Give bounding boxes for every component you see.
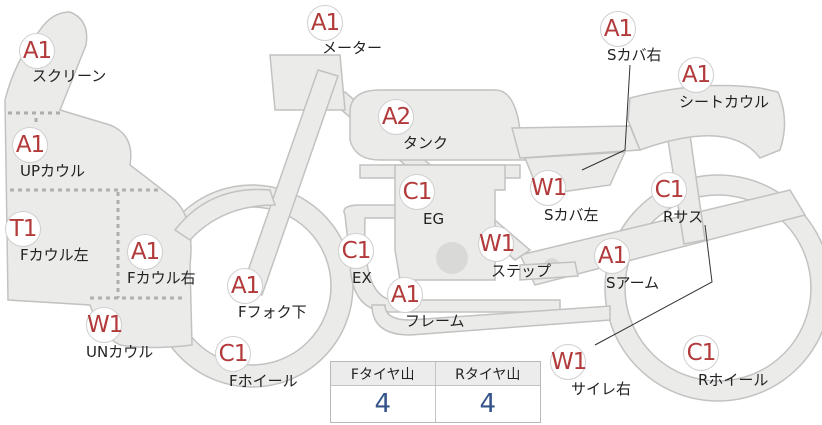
fork-shape <box>241 69 339 296</box>
grade-badge-s-arm: A1 <box>594 238 630 274</box>
rear-tread-value: 4 <box>479 389 497 419</box>
frame-lower-shape <box>371 304 611 336</box>
part-label-f-fork: Fフォク下 <box>238 303 307 321</box>
part-label-r-sus: Rサス <box>663 208 704 226</box>
grade-badge-r-wheel: C1 <box>683 335 719 371</box>
grade-badge-r-sus: C1 <box>651 172 687 208</box>
part-label-seat-cowl: シートカウル <box>679 93 770 111</box>
part-label-f-cowl-left: Fカウル左 <box>20 246 89 264</box>
grade-badge-muffler-right: W1 <box>550 344 587 380</box>
part-label-step: ステップ <box>491 262 552 280</box>
rear-tread-header: Rタイヤ山 <box>435 362 540 386</box>
grade-badge-seat-cowl: A1 <box>678 57 714 93</box>
part-label-screen: スクリーン <box>32 67 107 85</box>
part-label-meter: メーター <box>322 39 383 57</box>
grade-badge-frame: A1 <box>387 277 423 313</box>
grade-badge-screen: A1 <box>19 33 55 69</box>
grade-badge-f-fork: A1 <box>227 268 263 304</box>
part-label-f-cowl-right: Fカウル右 <box>127 269 196 287</box>
part-label-s-cover-left: Sカバ左 <box>544 206 599 224</box>
part-label-tank: タンク <box>403 134 449 152</box>
grade-badge-un-cowl: W1 <box>86 307 123 343</box>
grade-badge-up-cowl: A1 <box>12 127 48 163</box>
grade-badge-f-cowl-right: A1 <box>127 234 163 270</box>
part-label-f-wheel: Fホイール <box>229 372 298 390</box>
grade-badge-eg: C1 <box>399 174 435 210</box>
part-label-up-cowl: UPカウル <box>20 162 86 180</box>
part-label-r-wheel: Rホイール <box>698 371 769 389</box>
grade-badge-ex: C1 <box>338 233 374 269</box>
grade-badge-f-cowl-left: T1 <box>5 211 41 247</box>
exhaust-shape <box>343 204 561 313</box>
part-label-eg: EG <box>423 210 445 228</box>
grade-badge-step: W1 <box>478 226 515 262</box>
grade-badge-s-cover-right: A1 <box>600 11 636 47</box>
part-label-s-cover-right: Sカバ右 <box>607 46 662 64</box>
part-label-un-cowl: UNカウル <box>86 343 154 361</box>
grade-badge-s-cover-left: W1 <box>530 170 567 206</box>
front-tread-value: 4 <box>331 386 436 422</box>
part-label-s-arm: Sアーム <box>606 274 660 292</box>
part-label-ex: EX <box>352 269 372 287</box>
tire-tread-table: Fタイヤ山 Rタイヤ山 4 4 <box>330 361 541 423</box>
front-tread-header: Fタイヤ山 <box>331 362 436 386</box>
grade-badge-f-wheel: C1 <box>215 336 251 372</box>
step-shape <box>519 261 579 281</box>
grade-badge-tank: A2 <box>378 99 414 135</box>
grade-badge-meter: A1 <box>307 5 343 41</box>
part-label-muffler-right: サイレ右 <box>571 380 632 398</box>
part-label-frame: フレーム <box>405 312 465 330</box>
